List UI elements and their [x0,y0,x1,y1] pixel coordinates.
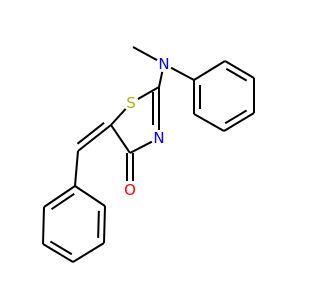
bond-phenyl-ring-0 [193,60,226,81]
bond-benzyl-double-2 [97,210,100,238]
bond-benzyl-double-0 [50,192,75,210]
bond-phenyl-ring-3 [223,112,255,132]
bond-benzyl-ring-3 [72,242,105,263]
bond-c5-ch [77,124,112,152]
bond-phenyl-ring-1 [224,60,255,79]
bond-benzyl-ring-1 [42,206,45,245]
bond-benzyl-ring-0 [43,185,76,208]
bond-c5-ch-double [76,121,105,145]
bond-n6-ph [170,66,195,81]
atom-label-o4: O [124,181,136,199]
bond-c4-c5 [110,124,131,154]
bond-benzyl-ring-2 [42,243,74,263]
bond-c5-s1 [110,108,127,126]
bond-phenyl-double-1 [224,109,248,125]
bond-s1-c2 [137,86,160,100]
bond-n3-c4 [129,140,153,154]
bond-benzyl-ring-4 [103,205,106,244]
bond-c2-n6 [158,71,164,88]
atom-label-s1: S [126,94,136,112]
bond-ch-ph [74,150,79,187]
bond-phenyl-ring-4 [193,113,225,132]
bond-phenyl-double-0 [225,67,248,82]
atom-label-n6: N [158,55,169,73]
bond-benzyl-ring-5 [74,185,106,207]
atom-label-n3: N [153,129,164,147]
bond-n6-methyl [132,46,158,62]
bond-benzyl-double-1 [49,240,73,256]
